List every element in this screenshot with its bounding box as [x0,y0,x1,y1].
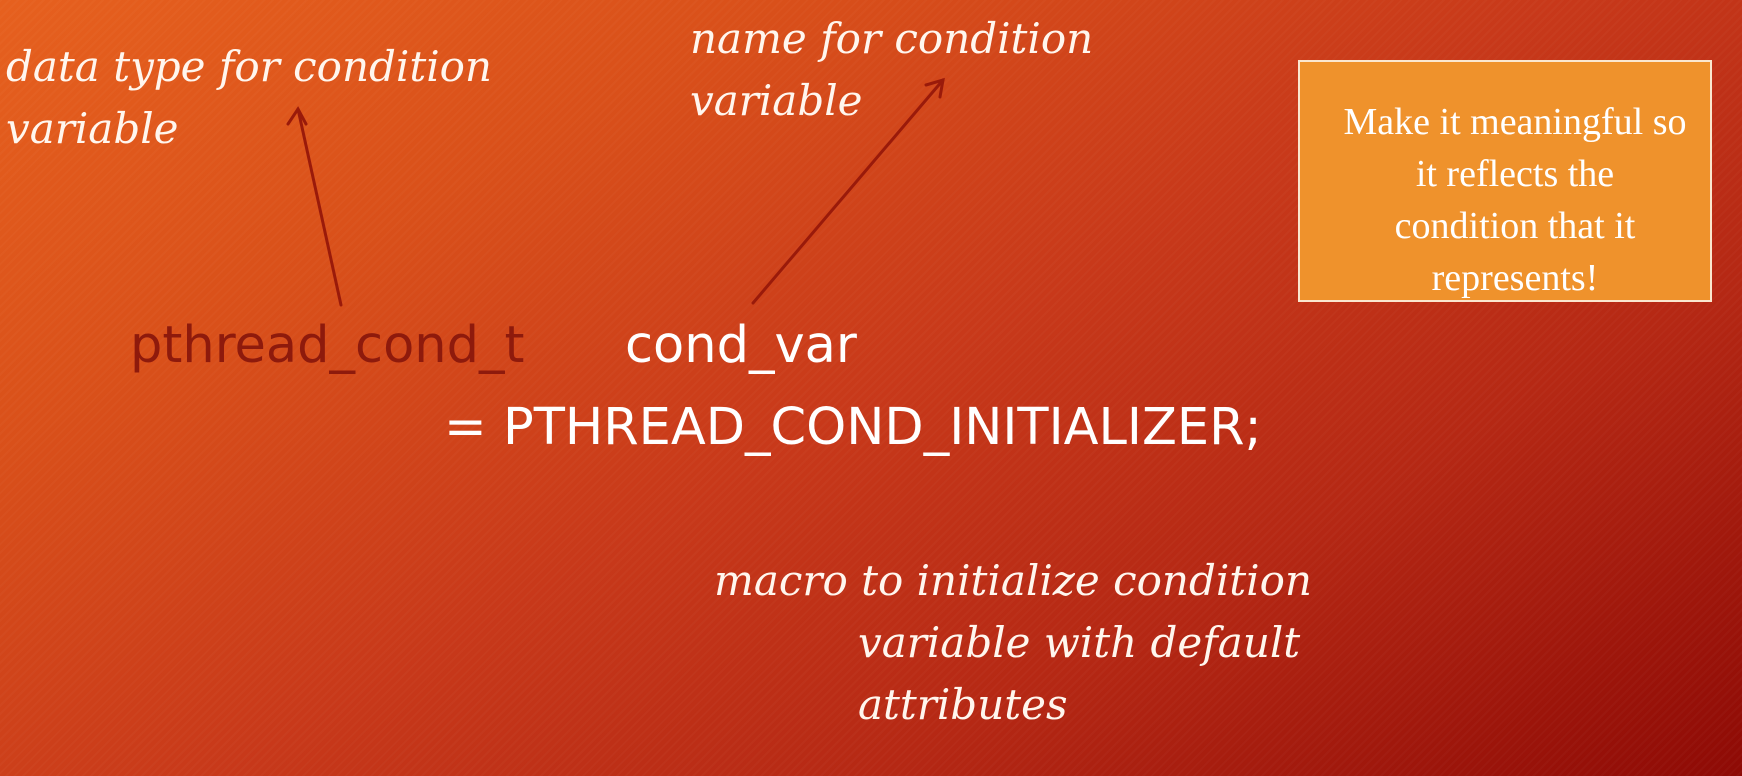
callout-box: Make it meaningful so it reflects the co… [1298,60,1712,302]
name-annotation-line-1: name for condition [690,14,1094,63]
name-annotation: name for condition variable [690,8,1093,132]
code-initializer: = PTHREAD_COND_INITIALIZER; [444,398,1262,457]
callout-line-2: it reflects the [1415,153,1615,195]
macro-annotation: macro to initialize condition variable w… [714,550,1312,736]
data-type-annotation-line-2: variable [6,104,179,153]
callout-line-4: represents! [1431,257,1599,299]
name-annotation-line-2: variable [690,76,863,125]
macro-annotation-line-1: macro to initialize condition [714,556,1312,605]
callout-line-3: condition that it [1394,205,1636,247]
callout-line-1: Make it meaningful so [1343,101,1687,143]
macro-annotation-line-3: attributes [858,680,1068,729]
arrow-to-name-note [751,77,945,305]
data-type-annotation: data type for condition variable [6,36,492,160]
data-type-annotation-line-1: data type for condition [6,42,492,91]
code-type-token: pthread_cond_t [130,316,525,375]
macro-annotation-line-2: variable with default [858,618,1301,667]
code-variable-token: cond_var [625,316,857,375]
arrow-to-type-note [286,106,343,307]
